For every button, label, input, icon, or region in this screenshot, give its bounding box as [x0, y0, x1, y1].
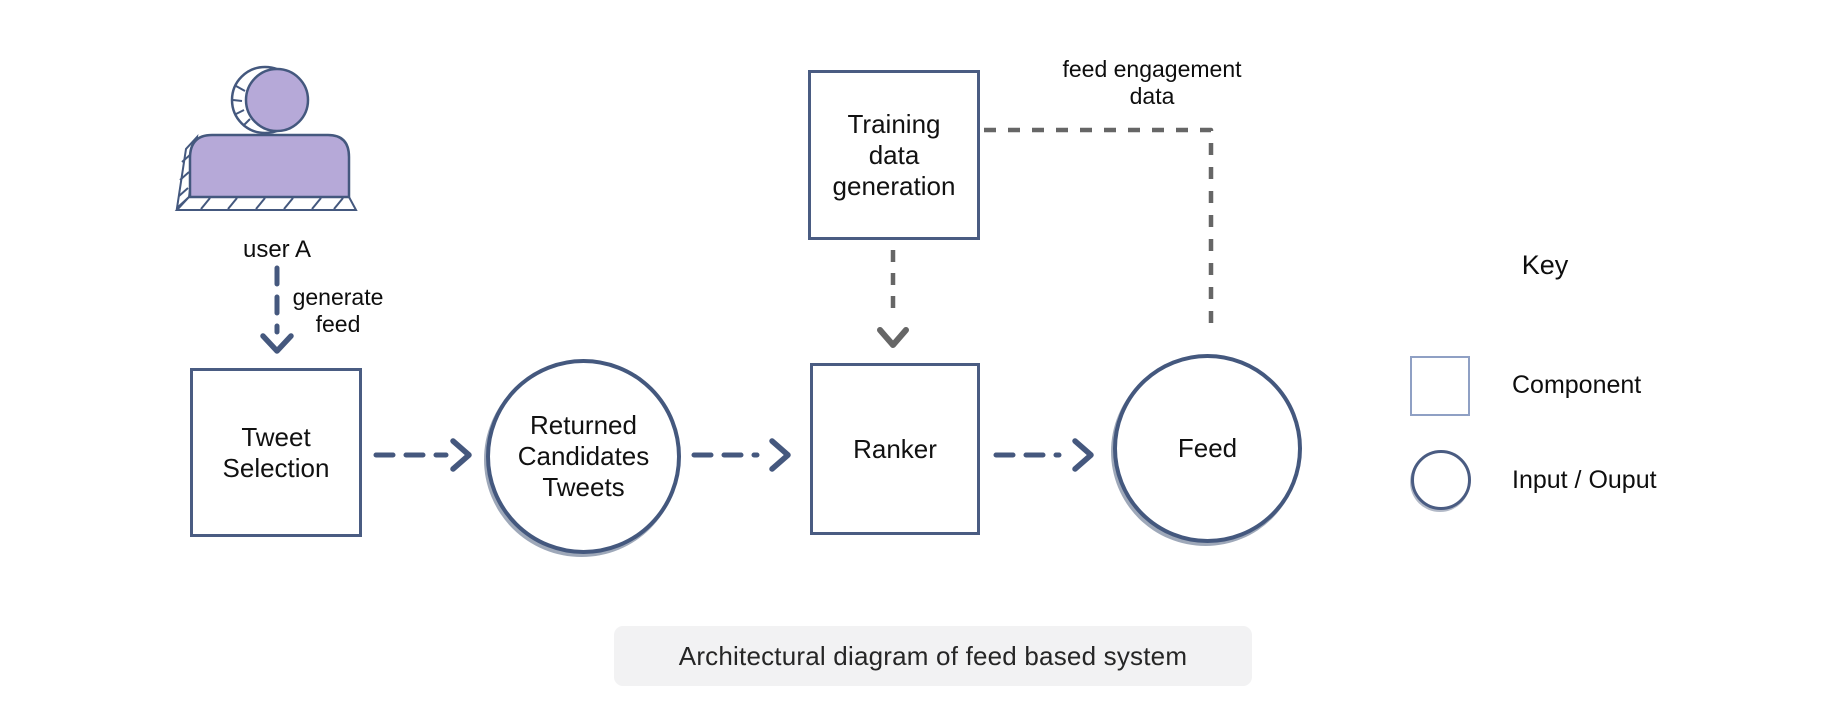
generate-feed-label-line: feed [315, 311, 361, 337]
node-returned-candidates-label-line: Tweets [542, 472, 625, 502]
node-training-label-line: data [868, 139, 920, 170]
node-feed-label: Feed [1177, 433, 1238, 463]
line-feed-engagement [984, 127, 1214, 334]
key-component-label: Component [1512, 371, 1642, 399]
key-component-swatch [1410, 356, 1470, 416]
node-tweet-selection-label-line: Selection [222, 452, 330, 483]
flow-arrows [260, 265, 1094, 472]
generate-feed-label-line: generate [292, 284, 384, 310]
node-returned-candidates-label-line: Candidates [517, 441, 650, 471]
key-input-output-label: Input / Ouput [1512, 466, 1657, 494]
data-arrows [877, 127, 1214, 348]
arrowhead-generate-feed [260, 333, 294, 354]
arrowhead-tweetsel-candidates [450, 438, 472, 472]
node-training-data-generation: Training data generation [808, 70, 980, 240]
node-ranker: Ranker [810, 363, 980, 535]
key-title: Key [1521, 250, 1569, 280]
user-a-label: user A [242, 236, 312, 263]
node-tweet-selection-label-line: Tweet [241, 421, 311, 452]
node-returned-candidates-label-line: Returned [530, 410, 637, 440]
node-feed: Feed [1113, 354, 1302, 543]
node-training-label-line: Training [847, 108, 941, 139]
node-tweet-selection: Tweet Selection [190, 368, 362, 537]
key-input-output-swatch [1411, 450, 1471, 510]
feed-engagement-label-line: data [1129, 83, 1175, 109]
arrowhead-candidates-ranker [769, 438, 791, 472]
feed-engagement-edge-label: feed engagement data [1062, 56, 1241, 110]
arrowhead-training-ranker [877, 327, 909, 348]
node-training-label-line: generation [832, 170, 956, 201]
generate-feed-edge-label: generate feed [293, 284, 384, 338]
user-icon [174, 65, 358, 211]
node-ranker-label: Ranker [853, 433, 937, 464]
diagram-caption: Architectural diagram of feed based syst… [614, 626, 1252, 686]
feed-engagement-label-line: feed engagement [1062, 56, 1242, 82]
arrowhead-ranker-feed [1072, 438, 1094, 472]
node-returned-candidates: Returned Candidates Tweets [486, 359, 681, 554]
